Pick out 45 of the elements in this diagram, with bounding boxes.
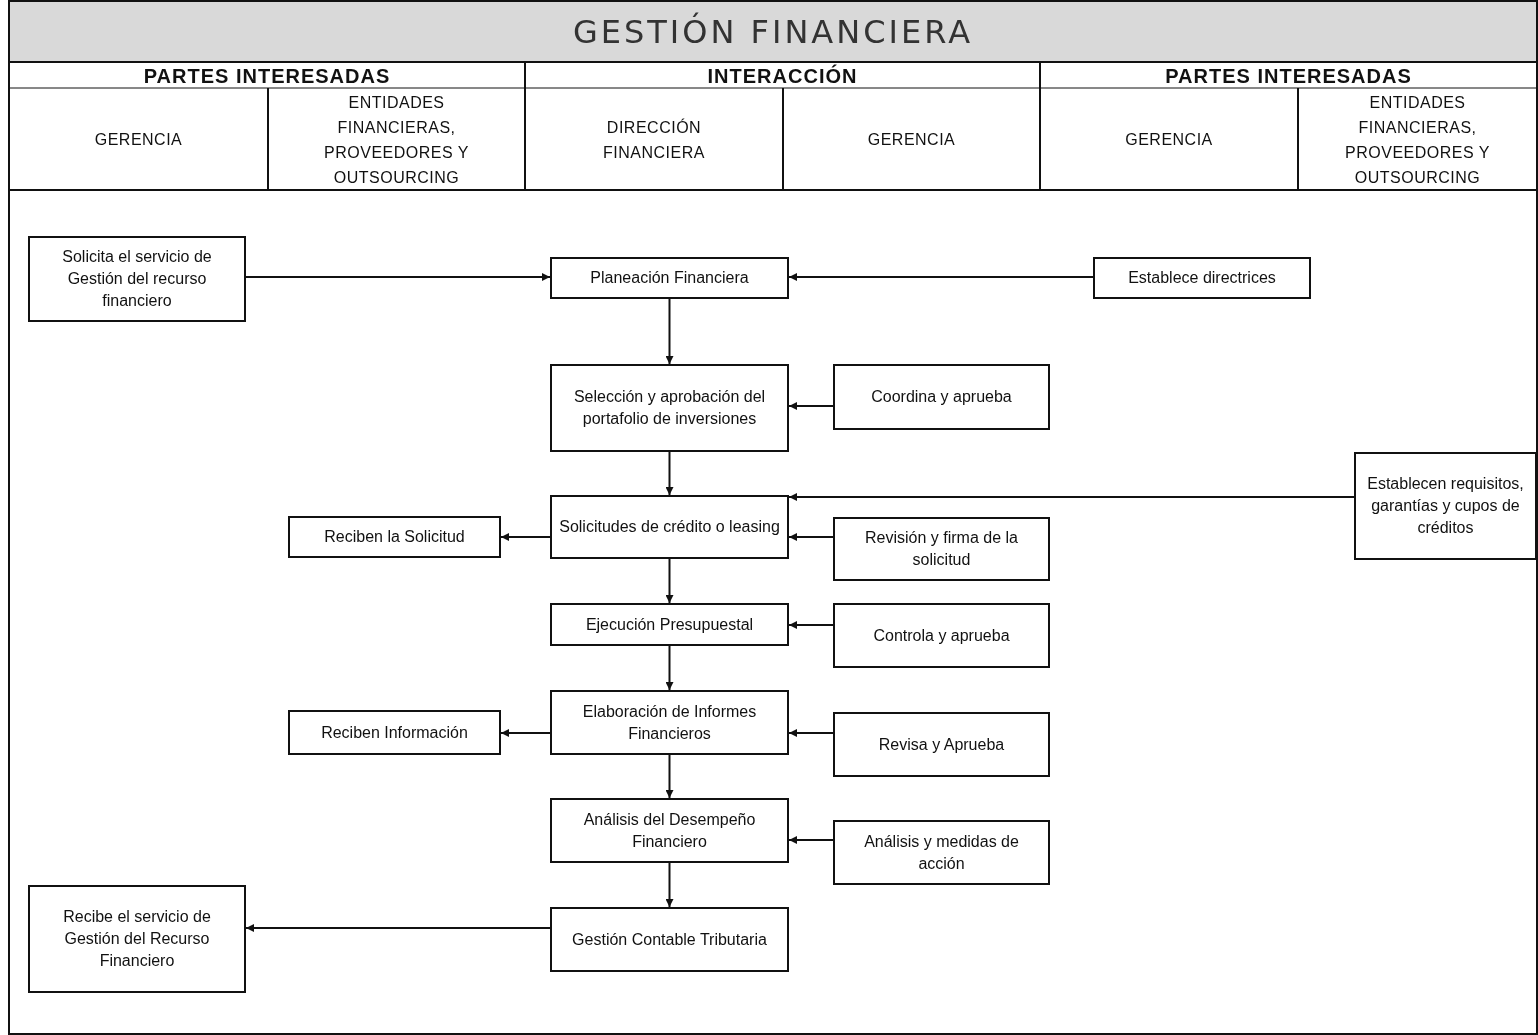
arrow — [500, 533, 551, 541]
arrow — [245, 924, 551, 932]
process-box: Controla y aprueba — [833, 603, 1050, 668]
process-box: Recibe el servicio de Gestión del Recurso Financiero — [28, 885, 246, 993]
arrow — [665, 754, 674, 799]
process-box: Solicita el servicio de Gestión del recurso financiero — [28, 236, 246, 322]
process-box: Planeación Financiera — [550, 257, 789, 299]
column-header: ENTIDADES FINANCIERAS, PROVEEDORES Y OUTSOURCING — [1344, 92, 1491, 188]
column-header: GERENCIA — [94, 130, 183, 150]
arrow — [665, 298, 674, 365]
arrow — [665, 645, 674, 691]
arrow — [788, 533, 834, 541]
process-box: Análisis y medidas de acción — [833, 820, 1050, 885]
arrow — [788, 493, 1355, 501]
arrow — [788, 729, 834, 737]
process-box: Establecen requisitos, garantías y cupos de créditos — [1354, 452, 1537, 560]
process-box: Ejecución Presupuestal — [550, 603, 789, 646]
arrow — [788, 836, 834, 844]
arrow — [788, 273, 1094, 281]
process-box: Reciben Información — [288, 710, 501, 755]
process-box: Establece directrices — [1093, 257, 1311, 299]
process-box: Elaboración de Informes Financieros — [550, 690, 789, 755]
process-box: Solicitudes de crédito o leasing — [550, 495, 789, 559]
arrow — [788, 402, 834, 410]
column-header: GERENCIA — [1125, 130, 1213, 150]
title: GESTIÓN FINANCIERA — [572, 12, 973, 51]
process-box: Revisión y firma de la solicitud — [833, 517, 1050, 581]
column-header: GERENCIA — [867, 130, 956, 150]
arrow — [788, 621, 834, 629]
arrow — [665, 862, 674, 908]
column-header: PARTES INTERESADAS — [143, 65, 391, 86]
arrow — [500, 729, 551, 737]
column-header: DIRECCIÓN FINANCIERA — [602, 117, 706, 163]
arrow — [245, 273, 551, 281]
process-box: Selección y aprobación del portafolio de inversiones — [550, 364, 789, 452]
arrow — [665, 451, 674, 496]
process-box: Reciben la Solicitud — [288, 516, 501, 558]
process-box: Análisis del Desempeño Financiero — [550, 798, 789, 863]
arrow — [665, 558, 674, 604]
process-box: Revisa y Aprueba — [833, 712, 1050, 777]
process-box: Gestión Contable Tributaria — [550, 907, 789, 972]
process-box: Coordina y aprueba — [833, 364, 1050, 430]
column-header: ENTIDADES FINANCIERAS, PROVEEDORES Y OUTSOURCING — [323, 92, 470, 188]
column-header: PARTES INTERESADAS — [1165, 65, 1412, 86]
column-header: INTERACCIÓN — [707, 65, 858, 86]
